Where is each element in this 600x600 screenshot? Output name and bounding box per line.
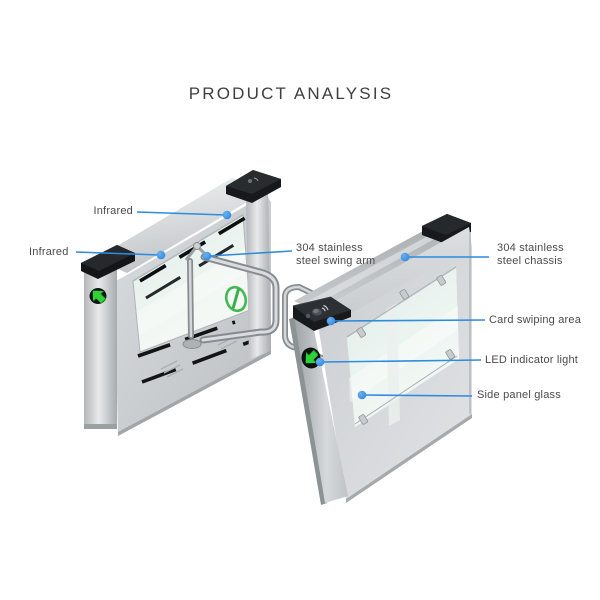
callout-label-card-swiping-area: Card swiping area <box>489 314 582 326</box>
left-gate-base-edge <box>118 350 271 436</box>
left-gate-illustration <box>81 170 281 436</box>
right-gate-chassis-front <box>319 246 472 499</box>
right-gate-cap-edge-highlight <box>292 296 332 307</box>
callout-label-chassis: 304 stainless steel chassis <box>497 242 564 268</box>
green-ring-logo-icon <box>224 285 248 313</box>
left-gate-chassis-front <box>114 194 271 432</box>
chassis-label-line2: steel chassis <box>497 255 563 267</box>
left-gate-left-post-base <box>84 424 117 429</box>
callout-line-card-swiping-area <box>333 319 486 322</box>
infrared-sensor-strip-lower <box>145 226 263 300</box>
swing-arm-foot <box>182 339 202 349</box>
right-gate-top-face-highlight <box>299 224 456 311</box>
callout-lines <box>75 211 489 397</box>
callout-dots <box>156 210 410 400</box>
right-gate-glass-bottom-seam <box>354 355 458 425</box>
right-gate-glass-reflection <box>349 306 458 402</box>
card-reader-icon <box>305 304 329 319</box>
green-arrow-indicator <box>89 288 107 304</box>
callout-dot-infrared-upper <box>222 210 232 220</box>
callout-dot-side-panel-glass <box>357 390 367 400</box>
left-gate-left-cap-top <box>81 245 135 271</box>
card-reader-icon <box>248 177 259 183</box>
right-gate-rail-front <box>316 227 472 334</box>
callout-dot-led-indicator <box>315 357 325 367</box>
callout-line-infrared-lower <box>75 251 160 256</box>
infrared-sensor-strip-apron-mid <box>137 320 236 358</box>
left-gate-left-post <box>84 267 117 429</box>
swing-arm-label-line2: steel swing arm <box>296 255 376 267</box>
callout-line-led-indicator <box>322 359 482 363</box>
page-title: PRODUCT ANALYSIS <box>188 84 394 103</box>
left-gate-right-cap-top <box>226 170 281 194</box>
callout-label-swing-arm: 304 stainless steel swing arm <box>296 242 375 268</box>
callout-line-swing-arm <box>209 250 293 257</box>
callout-label-led-indicator-light: LED indicator light <box>485 354 579 366</box>
callout-label-infrared-lower: Infrared <box>29 246 69 258</box>
right-gate-illustration <box>282 214 472 505</box>
infrared-sensor-strip-apron-low <box>141 339 253 384</box>
right-gate-base-edge <box>346 414 472 503</box>
callout-dot-chassis <box>400 252 410 262</box>
callout-dot-swing-arm <box>202 251 212 261</box>
led-indicator-light <box>301 347 321 369</box>
swing-arm-label-line1: 304 stainless <box>296 242 363 254</box>
callout-line-side-panel-glass <box>364 394 473 397</box>
callout-dot-card-swiping-area <box>326 316 336 326</box>
callout-label-infrared-upper: Infrared <box>93 205 133 217</box>
swing-arm-pivot-dome <box>193 242 201 250</box>
callout-label-side-panel-glass: Side panel glass <box>477 389 561 401</box>
callout-line-infrared-upper <box>136 211 227 216</box>
callout-dot-infrared-lower <box>156 250 166 260</box>
chassis-label-line1: 304 stainless <box>497 242 564 254</box>
side-panel-glass <box>347 267 459 427</box>
left-gate-glass-shelf <box>138 272 250 350</box>
left-gate-top-face <box>95 178 264 273</box>
swing-arm <box>182 242 280 349</box>
glass-clamps <box>356 275 456 425</box>
right-gate-right-cap-top <box>422 214 471 235</box>
